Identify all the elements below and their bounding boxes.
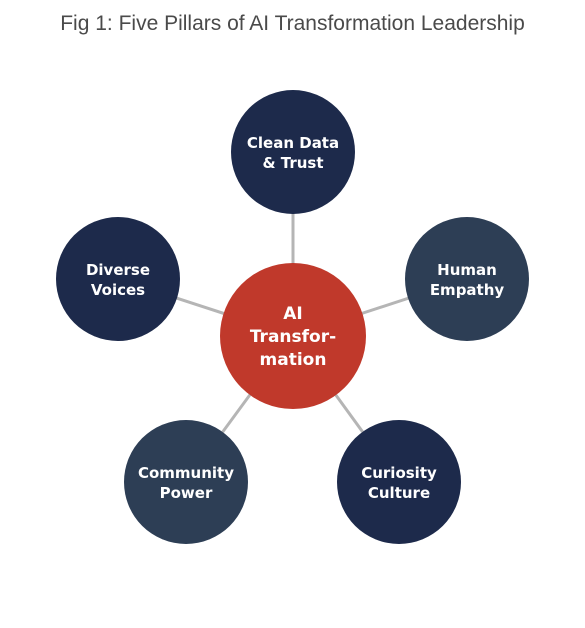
pillar-circle <box>337 420 461 544</box>
pillar-community-power: Community Power <box>124 420 248 544</box>
center-label-line-3: mation <box>260 350 327 370</box>
center-ai-transformation: AI Transfor- mation <box>220 263 366 409</box>
center-label-line-2: Transfor- <box>250 327 336 347</box>
center-label-line-1: AI <box>283 304 302 324</box>
pillar-label-line-2: & Trust <box>262 154 323 172</box>
pillar-curiosity-culture: Curiosity Culture <box>337 420 461 544</box>
pillar-label-line-1: Diverse <box>86 261 150 279</box>
pillar-circle <box>56 217 180 341</box>
pillar-label-line-2: Culture <box>368 484 430 502</box>
pillar-label-line-2: Empathy <box>430 281 505 299</box>
pillar-label-line-1: Clean Data <box>247 134 339 152</box>
pillar-circle <box>405 217 529 341</box>
pillar-label-line-2: Power <box>160 484 213 502</box>
pillar-label-line-1: Curiosity <box>361 464 437 482</box>
pillar-label-line-2: Voices <box>91 281 145 299</box>
pillar-human-empathy: Human Empathy <box>405 217 529 341</box>
pillar-circle <box>124 420 248 544</box>
pillar-diverse-voices: Diverse Voices <box>56 217 180 341</box>
pillar-clean-data-trust: Clean Data & Trust <box>231 90 355 214</box>
pillar-label-line-1: Community <box>138 464 234 482</box>
center-circle <box>220 263 366 409</box>
pillar-circle <box>231 90 355 214</box>
figure-title: Fig 1: Five Pillars of AI Transformation… <box>60 12 525 35</box>
pillar-label-line-1: Human <box>437 261 497 279</box>
